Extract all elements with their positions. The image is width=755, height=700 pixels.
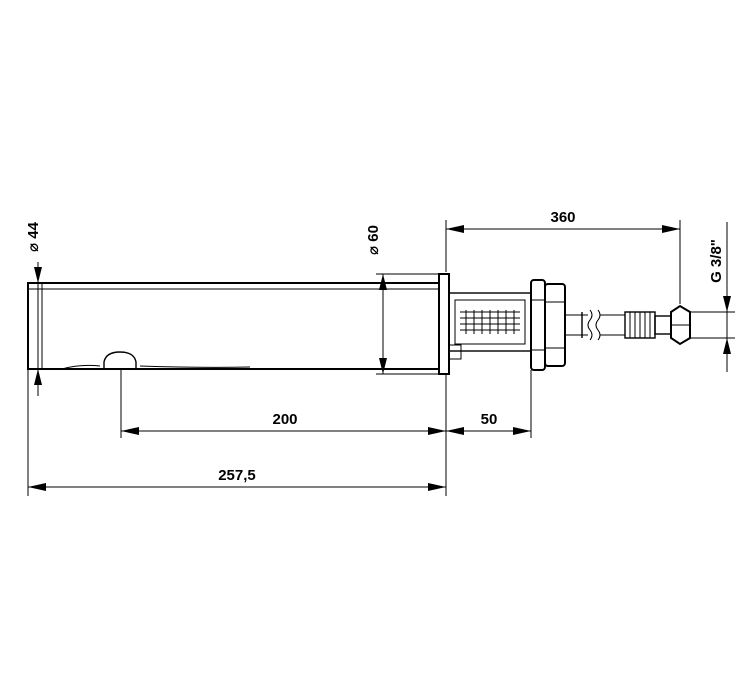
dim-flange-diameter: ⌀ 60 bbox=[365, 225, 439, 375]
spout-body bbox=[27, 282, 440, 370]
dim-flange-to-nut-label: 50 bbox=[481, 411, 498, 428]
hex-nut bbox=[530, 279, 566, 371]
dim-flange-diameter-label: ⌀ 60 bbox=[365, 225, 382, 255]
dim-spout-diameter-label: ⌀ 44 bbox=[25, 221, 42, 252]
dim-overall-length: 360 bbox=[445, 209, 681, 304]
dim-thread-label: G 3/8" bbox=[708, 239, 725, 283]
sensor-window bbox=[61, 351, 251, 370]
dim-chain: 200 50 bbox=[120, 369, 532, 496]
dim-thread: G 3/8" bbox=[690, 222, 735, 372]
mounting-sleeve bbox=[448, 292, 532, 360]
supply-hose bbox=[565, 309, 625, 341]
hose-connector bbox=[624, 304, 691, 346]
wall-flange bbox=[438, 273, 450, 375]
dim-spout-length-label: 257,5 bbox=[218, 467, 256, 484]
dim-sensor-to-flange-label: 200 bbox=[272, 411, 297, 428]
dim-spout-length: 257,5 bbox=[27, 369, 446, 496]
dim-spout-diameter: ⌀ 44 bbox=[25, 221, 42, 396]
dim-overall-length-label: 360 bbox=[550, 209, 575, 226]
